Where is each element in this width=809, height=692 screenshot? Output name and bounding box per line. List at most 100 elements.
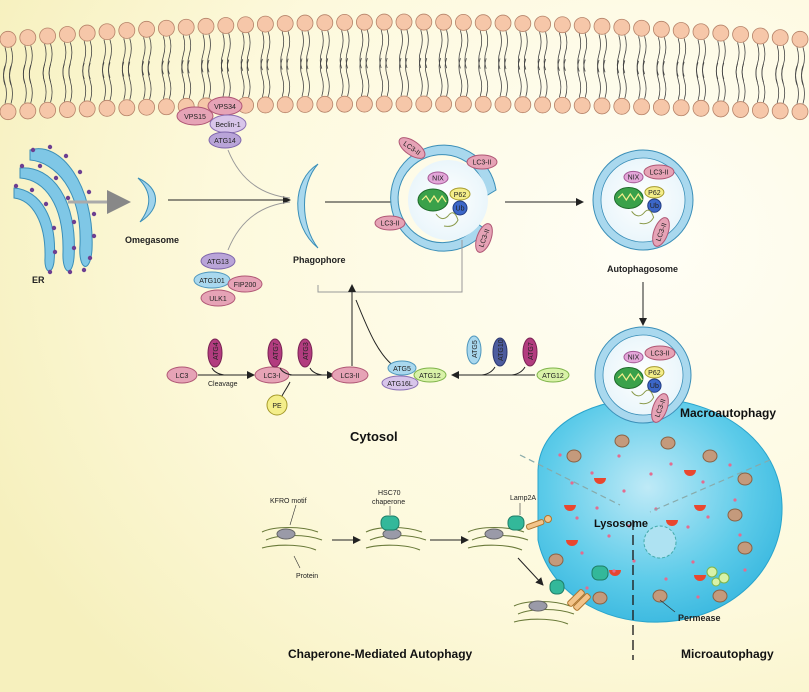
ribosome-dot	[43, 201, 49, 207]
lipid-head	[336, 95, 354, 113]
lipid-head	[197, 17, 215, 35]
lipid-head	[474, 95, 492, 113]
ribosome-dot	[63, 153, 69, 159]
lipid-head	[454, 13, 472, 31]
hydrolase	[566, 540, 578, 546]
membrane-pore	[727, 508, 743, 522]
ribosome-dot	[86, 189, 92, 195]
cma-pathway: KFRO motif HSC70 chaperone Protein Lamp2…	[261, 490, 609, 625]
lipid-head	[771, 29, 789, 47]
fused-autophagosome	[594, 326, 692, 424]
lipid-head	[59, 101, 76, 118]
membrane-pore	[712, 589, 728, 603]
lipid-head	[732, 101, 749, 118]
lipid-head	[78, 100, 96, 118]
lipid-head	[395, 13, 413, 31]
lamp2a-receptor-1	[525, 515, 552, 530]
ribosome-dot	[51, 225, 57, 231]
permease-pointer	[659, 599, 676, 613]
lipid-head	[534, 96, 551, 114]
lipid-head	[534, 15, 551, 33]
lysosome-divider-2	[649, 459, 771, 513]
kfro-motif-label: KFRO motif	[270, 498, 307, 505]
lipid-head	[454, 95, 472, 113]
ulk1-complex: ATG13 ATG101 FIP200 ULK1	[193, 252, 263, 307]
lipid-head	[474, 14, 492, 32]
phagophore-label: Phagophore	[293, 255, 346, 265]
lipid-head	[712, 24, 730, 42]
lysosome-label: Lysosome	[594, 518, 648, 530]
ribosome-dot	[65, 195, 71, 201]
lipid-head	[593, 97, 611, 115]
atg13-label: ATG13	[207, 259, 229, 266]
atg101-label: ATG101	[199, 278, 225, 285]
ribosome-dot	[13, 183, 19, 189]
lipid-head	[157, 98, 175, 116]
lipid-head	[316, 95, 334, 113]
ribosome-dot	[52, 249, 58, 255]
lipid-head	[118, 22, 136, 39]
nix-label: NIX	[432, 176, 444, 183]
lipid-head	[217, 17, 235, 34]
er-structure	[13, 144, 97, 275]
cytosol-label: Cytosol	[350, 429, 398, 444]
ub-label: Ub	[456, 206, 465, 213]
lc3ii-label: LC3-II	[649, 170, 668, 177]
lipid-head	[573, 97, 591, 114]
lysosome-body	[537, 397, 783, 623]
hydrolase	[694, 575, 706, 581]
lipid-head	[0, 30, 17, 48]
lipid-head	[316, 14, 334, 32]
lipid-head	[355, 13, 373, 31]
microautophagy-label: Microautophagy	[681, 647, 774, 661]
lamp2a-receptor-2	[567, 589, 591, 611]
lipid-head	[237, 16, 255, 34]
lipid-head	[692, 99, 710, 117]
protein-label: Protein	[296, 573, 318, 580]
membrane-pore	[652, 589, 668, 603]
macroautophagy-label: Macroautophagy	[680, 406, 776, 420]
lc3i-label: LC3-I	[263, 373, 280, 380]
vps34-label: VPS34	[214, 104, 236, 111]
lipid-head	[653, 98, 670, 116]
lipid-head	[98, 99, 116, 117]
lipid-head	[375, 95, 393, 113]
membrane-pore	[548, 553, 564, 567]
atg5-label-b: ATG5	[472, 340, 479, 358]
hydrolase	[594, 478, 606, 484]
lipid-head	[395, 95, 413, 113]
vps34-complex: VPS34 VPS15 Beclin-1 ATG14	[176, 96, 247, 149]
cma-label: Chaperone-Mediated Autophagy	[288, 647, 473, 661]
ribosome-dot	[47, 269, 53, 275]
ribosome-dot	[67, 269, 73, 275]
ribosome-dot	[87, 255, 93, 261]
membrane-pore	[702, 449, 718, 463]
mitochondrion	[614, 187, 644, 209]
p62-label: P62	[454, 192, 467, 199]
lipid-head	[415, 13, 433, 31]
atg10-label: ATG10	[498, 339, 505, 361]
atg3-label: ATG3	[303, 342, 310, 360]
lc3-conjugation-pathway: LC3 ATG4 Cleavage LC3-I ATG7 ATG3 PE LC3…	[166, 284, 570, 416]
ribosome-dot	[29, 187, 35, 193]
lipid-head	[78, 24, 96, 42]
atg14-label: ATG14	[214, 138, 236, 145]
lipid-head	[672, 99, 690, 117]
lipid-head	[732, 26, 749, 43]
lipid-head	[256, 96, 274, 114]
hydrolase	[609, 570, 621, 576]
lipid-head	[157, 19, 175, 37]
lipid-head	[633, 98, 650, 116]
ribosome-dot	[19, 163, 25, 169]
p62-label: P62	[648, 190, 661, 197]
atg4-label: ATG4	[213, 342, 220, 360]
lipid-head	[19, 102, 37, 120]
lipid-head	[712, 100, 730, 118]
lipid-head	[791, 103, 809, 121]
lipid-head	[752, 27, 769, 45]
ribosome-dot	[53, 175, 59, 181]
omegasome-label: Omegasome	[125, 235, 179, 245]
ribosome-dot	[71, 245, 77, 251]
lipid-head	[296, 14, 314, 32]
